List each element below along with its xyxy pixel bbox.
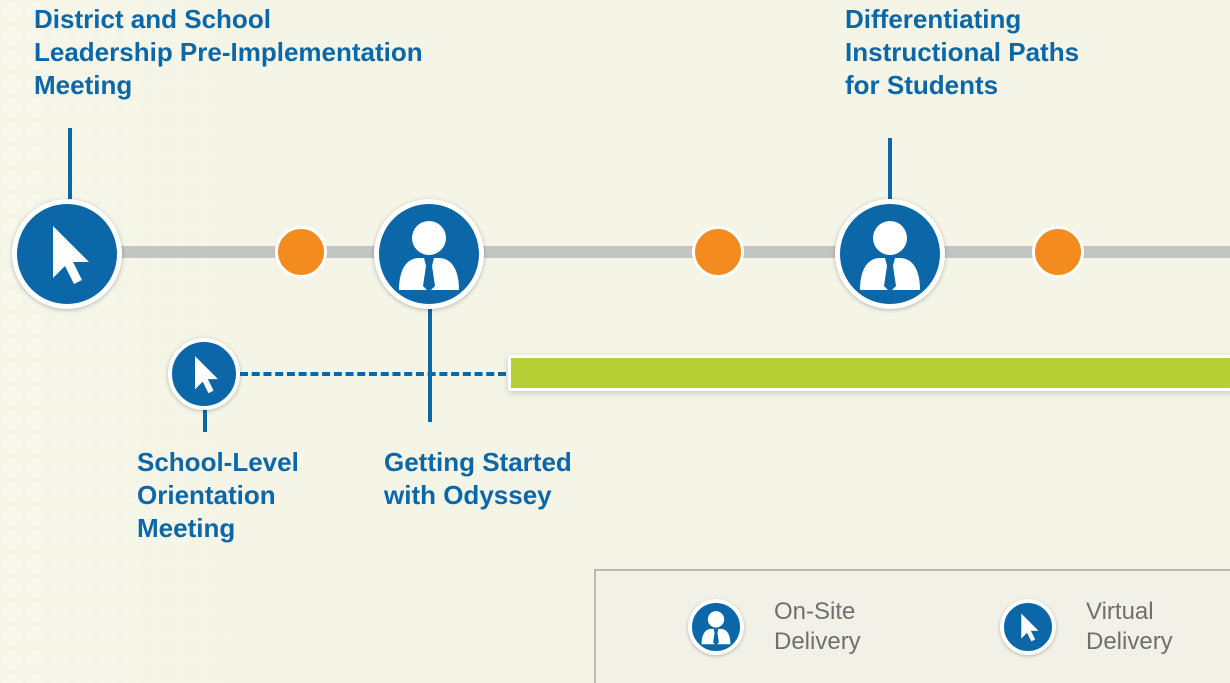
legend-line: Virtual <box>1086 598 1154 625</box>
label-differentiating-paths: Differentiating Instructional Paths for … <box>845 3 1079 102</box>
person-icon <box>399 221 459 292</box>
label-line: District and School <box>34 4 271 34</box>
legend-virtual-label: Virtual Delivery <box>1086 597 1173 657</box>
legend-line: Delivery <box>1086 628 1173 655</box>
person-icon <box>860 221 920 292</box>
label-line: School-Level <box>137 447 299 477</box>
label-district-leadership: District and School Leadership Pre-Imple… <box>34 3 423 102</box>
node-school-orientation <box>168 338 240 410</box>
legend-onsite-label: On-Site Delivery <box>774 597 861 657</box>
milestone-dot <box>692 226 744 278</box>
cursor-icon <box>1000 599 1056 655</box>
node-getting-started <box>374 199 484 309</box>
milestone-dot <box>1032 226 1084 278</box>
legend-line: On-Site <box>774 598 856 625</box>
label-line: Getting Started <box>384 447 572 477</box>
label-line: Leadership Pre-Implementation <box>34 37 423 67</box>
connector-school-orientation <box>203 392 207 432</box>
connector-getting-started <box>428 300 432 422</box>
label-getting-started: Getting Started with Odyssey <box>384 446 572 512</box>
label-line: Orientation <box>137 480 276 510</box>
label-line: with Odyssey <box>384 480 552 510</box>
connector-differentiating-paths <box>888 138 892 208</box>
cursor-icon <box>195 356 219 394</box>
ongoing-bar <box>508 355 1230 391</box>
legend-line: Delivery <box>774 628 861 655</box>
milestone-dot <box>275 226 327 278</box>
legend: On-Site Delivery Virtual Delivery <box>594 569 1230 683</box>
label-line: Differentiating <box>845 4 1022 34</box>
cursor-icon <box>53 226 89 284</box>
label-line: Meeting <box>34 70 133 100</box>
connector-district-leadership <box>68 128 72 206</box>
node-district-leadership <box>12 199 122 309</box>
person-icon <box>688 599 744 655</box>
label-school-orientation: School-Level Orientation Meeting <box>137 446 299 545</box>
dashed-connector <box>240 372 506 376</box>
label-line: Instructional Paths <box>845 37 1080 67</box>
label-line: Meeting <box>137 513 236 543</box>
node-differentiating-paths <box>835 199 945 309</box>
label-line: for Students <box>845 70 999 100</box>
